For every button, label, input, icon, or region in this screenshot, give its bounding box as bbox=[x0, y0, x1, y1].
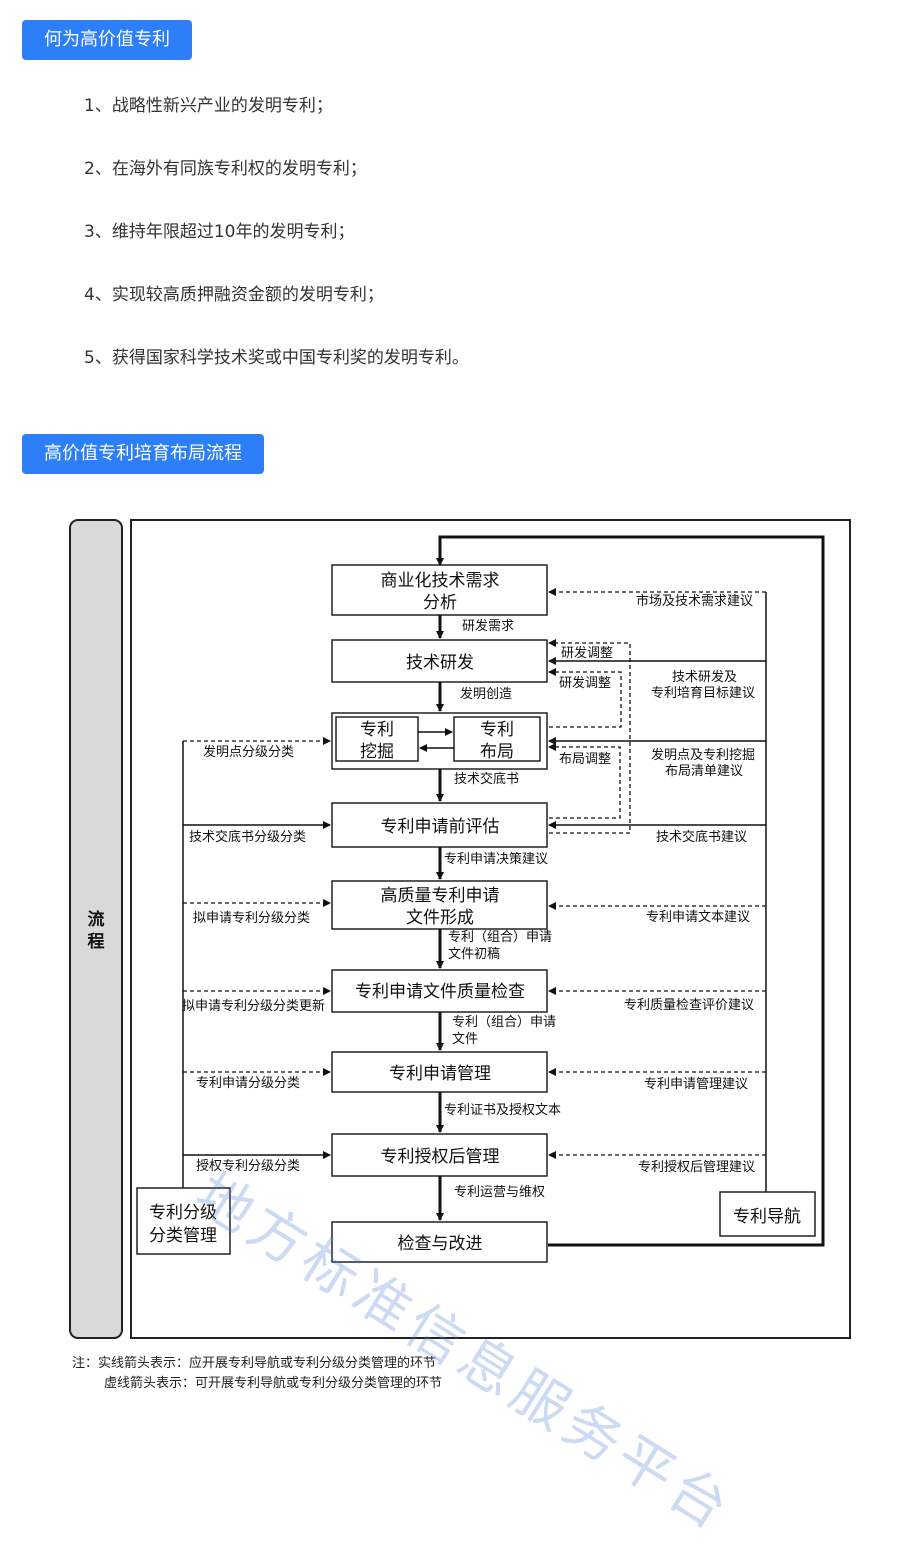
step-label: 检查与改进 bbox=[398, 1234, 483, 1254]
section-title-process: 高价值专利培育布局流程 bbox=[22, 434, 264, 474]
flow-label: 研发需求 bbox=[462, 618, 514, 634]
left-branch-label: 发明点分级分类 bbox=[203, 744, 294, 760]
right-branch-label: 专利申请文本建议 bbox=[646, 910, 750, 925]
step-label: 专利授权后管理 bbox=[381, 1147, 500, 1167]
right-branch-label: 专利申请管理建议 bbox=[644, 1077, 748, 1092]
adjust-loop-rnd-inner bbox=[548, 668, 622, 728]
step-box-document-formation bbox=[331, 880, 548, 930]
side-label: 流 bbox=[88, 909, 105, 930]
process-flowchart: 流 程 商业化技术需求 分析 技术研发 专利 挖掘 专利 布局 专利申请前评估 … bbox=[69, 519, 851, 1339]
flow-label: 技术交底书 bbox=[454, 771, 519, 787]
left-branch-label: 拟申请专利分级分类更新 bbox=[182, 998, 325, 1014]
step-label: 专利 bbox=[480, 720, 514, 740]
patent-navigation-label: 专利导航 bbox=[733, 1207, 801, 1227]
right-branch-label: 布局清单建议 bbox=[665, 764, 743, 779]
adjust-loop-rnd-outer bbox=[548, 639, 631, 834]
diagram-frame bbox=[130, 519, 851, 1339]
step-box-rnd bbox=[331, 639, 548, 683]
grading-management-label: 分类管理 bbox=[149, 1226, 217, 1246]
list-item: 3、维持年限超过10年的发明专利； bbox=[84, 222, 355, 242]
section-title-high-value-patent: 何为高价值专利 bbox=[22, 20, 192, 60]
list-item: 2、在海外有同族专利权的发明专利； bbox=[84, 159, 367, 179]
flow-label: 文件初稿 bbox=[448, 946, 500, 962]
grading-management-label: 专利分级 bbox=[149, 1203, 217, 1223]
step-label: 布局 bbox=[480, 742, 514, 762]
step-label: 专利申请文件质量检查 bbox=[355, 982, 525, 1002]
flow-label: 文件 bbox=[452, 1032, 478, 1047]
step-label: 文件形成 bbox=[406, 908, 474, 928]
step-box-demand-analysis bbox=[331, 564, 548, 616]
flow-label: 专利证书及授权文本 bbox=[444, 1102, 561, 1118]
left-branch-label: 授权专利分级分类 bbox=[196, 1158, 300, 1174]
adjust-label: 布局调整 bbox=[559, 752, 611, 767]
step-box-application-management bbox=[331, 1051, 548, 1093]
flow-label: 发明创造 bbox=[460, 686, 512, 702]
flow-label: 专利（组合）申请 bbox=[448, 930, 552, 945]
step-label: 专利 bbox=[360, 720, 394, 740]
step-box-pre-evaluation bbox=[331, 802, 548, 848]
step-box-post-grant-management bbox=[331, 1133, 548, 1177]
adjust-label: 研发调整 bbox=[561, 645, 613, 661]
legend-note-dashed: 虚线箭头表示：可开展专利导航或专利分级分类管理的环节 bbox=[104, 1376, 443, 1391]
side-bar bbox=[69, 519, 123, 1339]
grading-management-box bbox=[136, 1187, 231, 1255]
right-branch-label: 发明点及专利挖掘 bbox=[651, 747, 755, 763]
right-branch-label: 专利质量检查评价建议 bbox=[624, 998, 754, 1013]
right-branch-label: 市场及技术需求建议 bbox=[636, 593, 753, 609]
left-branch-label: 专利申请分级分类 bbox=[196, 1076, 300, 1091]
list-item: 4、实现较高质押融资金额的发明专利； bbox=[84, 285, 384, 305]
list-item: 1、战略性新兴产业的发明专利； bbox=[84, 96, 333, 116]
step-box-mining bbox=[335, 716, 419, 762]
feedback-loop-line bbox=[436, 535, 825, 1247]
left-branch-label: 技术交底书分级分类 bbox=[189, 829, 306, 845]
adjust-label: 研发调整 bbox=[559, 675, 611, 691]
legend-note-solid: 注：实线箭头表示：应开展专利导航或专利分级分类管理的环节 bbox=[72, 1356, 437, 1371]
step-box-check-improve bbox=[331, 1221, 548, 1263]
left-branch-label: 拟申请专利分级分类 bbox=[193, 911, 310, 926]
step-label: 分析 bbox=[423, 593, 457, 613]
step-label: 挖掘 bbox=[360, 742, 394, 762]
step-label: 技术研发 bbox=[406, 653, 474, 673]
flow-label: 专利申请决策建议 bbox=[444, 851, 548, 867]
side-label: 程 bbox=[88, 932, 105, 952]
list-item: 5、获得国家科学技术奖或中国专利奖的发明专利。 bbox=[84, 348, 469, 368]
step-box-layout bbox=[453, 716, 541, 762]
right-branch-label: 专利授权后管理建议 bbox=[638, 1159, 755, 1175]
step-box-quality-check bbox=[331, 969, 548, 1013]
step-label: 高质量专利申请 bbox=[381, 886, 500, 906]
step-label: 专利申请前评估 bbox=[381, 817, 500, 837]
right-branch-label: 技术研发及 bbox=[672, 669, 737, 685]
flow-label: 专利（组合）申请 bbox=[452, 1015, 556, 1030]
step-label: 商业化技术需求 bbox=[381, 571, 500, 591]
step-label: 专利申请管理 bbox=[389, 1064, 491, 1084]
patent-navigation-box bbox=[719, 1191, 816, 1237]
right-branch-label: 技术交底书建议 bbox=[656, 829, 747, 845]
adjust-loop-layout bbox=[548, 743, 621, 819]
right-branch-label: 专利培育目标建议 bbox=[651, 685, 755, 701]
criteria-list: 1、战略性新兴产业的发明专利； 2、在海外有同族专利权的发明专利； 3、维持年限… bbox=[84, 82, 469, 397]
flow-label: 专利运营与维权 bbox=[454, 1184, 545, 1200]
